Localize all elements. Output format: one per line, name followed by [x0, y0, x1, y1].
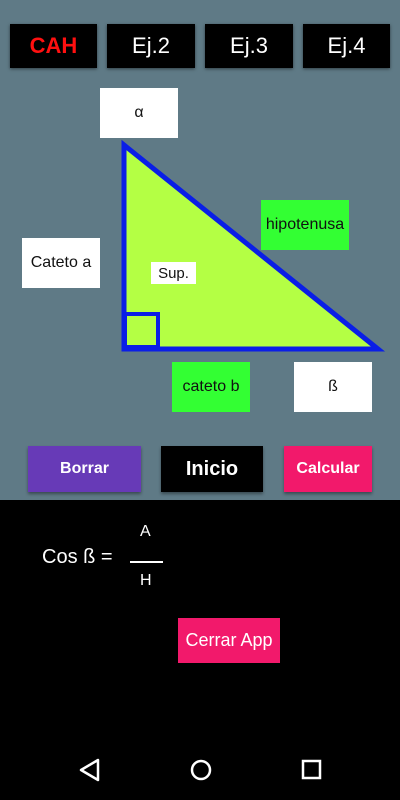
formula-numerator: A [140, 523, 151, 540]
cateto-a-label[interactable]: Cateto a [22, 238, 100, 288]
cateto-b-label[interactable]: cateto b [172, 362, 250, 412]
angle-alpha-label[interactable]: α [100, 88, 178, 138]
formula-denominator: H [140, 572, 152, 589]
hipotenusa-label[interactable]: hipotenusa [261, 200, 349, 250]
right-triangle [121, 139, 386, 352]
tab-ej3[interactable]: Ej.3 [205, 24, 293, 68]
fraction-bar [130, 561, 163, 563]
borrar-button[interactable]: Borrar [28, 446, 141, 492]
recents-icon[interactable] [299, 756, 325, 784]
tab-cah[interactable]: CAH [10, 24, 97, 68]
triangle-diagram [121, 139, 386, 352]
right-angle-marker [123, 312, 160, 349]
area-label[interactable]: Sup. [151, 262, 196, 284]
workspace-area: CAH Ej.2 Ej.3 Ej.4 α Cateto a hipotenusa… [0, 0, 400, 500]
tab-ej2[interactable]: Ej.2 [107, 24, 195, 68]
tab-ej4[interactable]: Ej.4 [303, 24, 390, 68]
back-icon[interactable] [78, 756, 102, 784]
angle-beta-label[interactable]: ß [294, 362, 372, 412]
inicio-button[interactable]: Inicio [161, 446, 263, 492]
cerrar-app-button[interactable]: Cerrar App [178, 618, 280, 663]
home-icon[interactable] [188, 756, 214, 784]
formula-lhs: Cos ß = [42, 546, 113, 568]
calcular-button[interactable]: Calcular [284, 446, 372, 492]
